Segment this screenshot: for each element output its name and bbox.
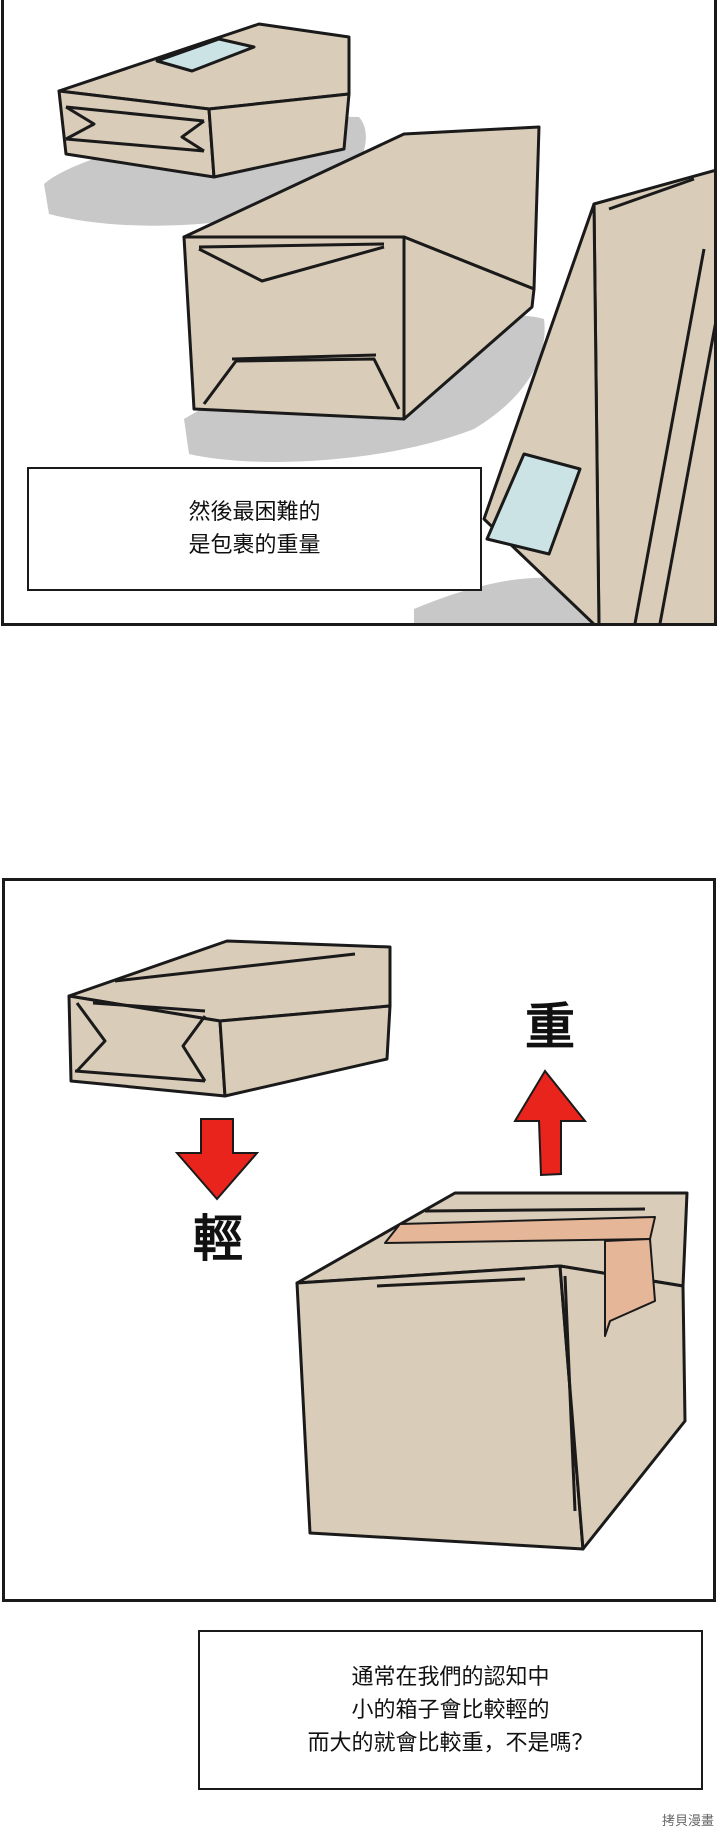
panel-1-artwork: [44, 22, 714, 623]
caption-2-line-2: 小的箱子會比較輕的: [351, 1697, 550, 1723]
caption-1-line-2: 是包裹的重量: [188, 533, 321, 558]
tilted-box: [482, 169, 714, 623]
comic-panel-1: 然後最困難的 是包裹的重量: [1, 0, 717, 626]
caption-box-2: 通常在我們的認知中 小的箱子會比較輕的 而大的就會比較重，不是嗎？: [198, 1630, 703, 1790]
small-box-light: [67, 939, 392, 1098]
label-light: 輕: [193, 1210, 243, 1268]
panel-2-artwork: [67, 939, 689, 1551]
small-box-top: [57, 22, 351, 179]
shadow-3: [414, 577, 600, 623]
down-arrow-icon: [174, 1118, 260, 1201]
caption-2-line-1: 通常在我們的認知中: [351, 1664, 550, 1690]
caption-1-line-1: 然後最困難的: [188, 500, 321, 525]
caption-box-1: 然後最困難的 是包裹的重量: [27, 467, 482, 591]
caption-2-line-3: 而大的就會比較重，不是嗎？: [307, 1730, 594, 1756]
big-box-heavy: [295, 1191, 689, 1551]
middle-box: [182, 125, 541, 421]
up-arrow-icon: [513, 1069, 588, 1177]
watermark: 拷貝漫畫: [661, 1814, 714, 1829]
label-heavy: 重: [525, 998, 575, 1056]
comic-panel-2: 輕 重: [2, 878, 716, 1602]
